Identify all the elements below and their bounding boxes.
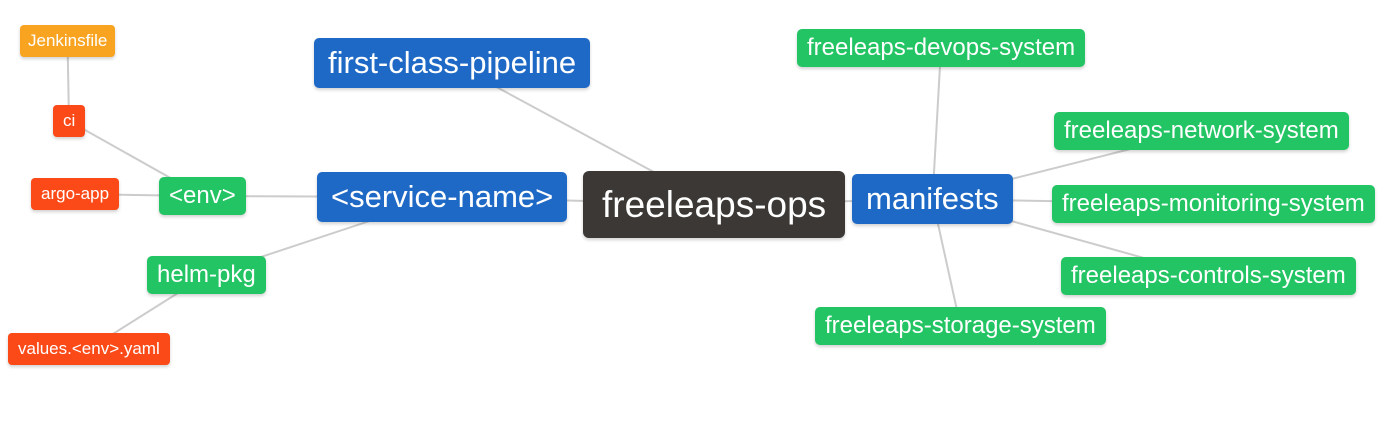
mindmap-node-label: freeleaps-monitoring-system [1062, 190, 1365, 217]
mindmap-node-values-env-yaml[interactable]: values.<env>.yaml [8, 333, 170, 365]
mindmap-node-argo-app[interactable]: argo-app [31, 178, 120, 210]
mindmap-node-label: freeleaps-ops [602, 184, 827, 225]
mindmap-node-label: ci [63, 111, 76, 130]
mindmap-node-root[interactable]: freeleaps-ops [583, 171, 846, 238]
mindmap-node-controls-system[interactable]: freeleaps-controls-system [1061, 257, 1356, 295]
edge-manifests-devops-system [931, 47, 942, 200]
mindmap-node-storage-system[interactable]: freeleaps-storage-system [815, 307, 1106, 345]
mindmap-node-label: values.<env>.yaml [18, 339, 160, 358]
mindmap-node-label: freeleaps-devops-system [807, 34, 1076, 61]
mindmap-node-label: Jenkinsfile [28, 31, 108, 50]
mindmap-node-label: argo-app [41, 184, 110, 203]
mindmap-node-jenkinsfile[interactable]: Jenkinsfile [20, 25, 116, 57]
mindmap-node-label: <env> [169, 182, 236, 209]
mindmap-node-helm-pkg[interactable]: helm-pkg [147, 256, 266, 294]
mindmap-node-label: helm-pkg [157, 261, 256, 288]
mindmap-node-service-name[interactable]: <service-name> [317, 172, 568, 222]
mindmap-node-manifests[interactable]: manifests [852, 174, 1013, 224]
mindmap-node-first-class-pipeline[interactable]: first-class-pipeline [314, 38, 591, 88]
mindmap-node-label: freeleaps-controls-system [1071, 262, 1346, 289]
mindmap-node-env[interactable]: <env> [159, 177, 246, 215]
mindmap-node-label: <service-name> [331, 179, 554, 214]
mindmap-node-ci[interactable]: ci [53, 105, 86, 137]
mindmap-node-label: freeleaps-network-system [1064, 117, 1339, 144]
mindmap-node-devops-system[interactable]: freeleaps-devops-system [797, 29, 1086, 67]
mindmap-node-label: first-class-pipeline [328, 45, 577, 80]
mindmap-node-label: freeleaps-storage-system [825, 312, 1096, 339]
mindmap-node-monitoring-system[interactable]: freeleaps-monitoring-system [1052, 185, 1375, 223]
mindmap-node-label: manifests [866, 181, 999, 216]
mindmap-node-network-system[interactable]: freeleaps-network-system [1054, 112, 1349, 150]
